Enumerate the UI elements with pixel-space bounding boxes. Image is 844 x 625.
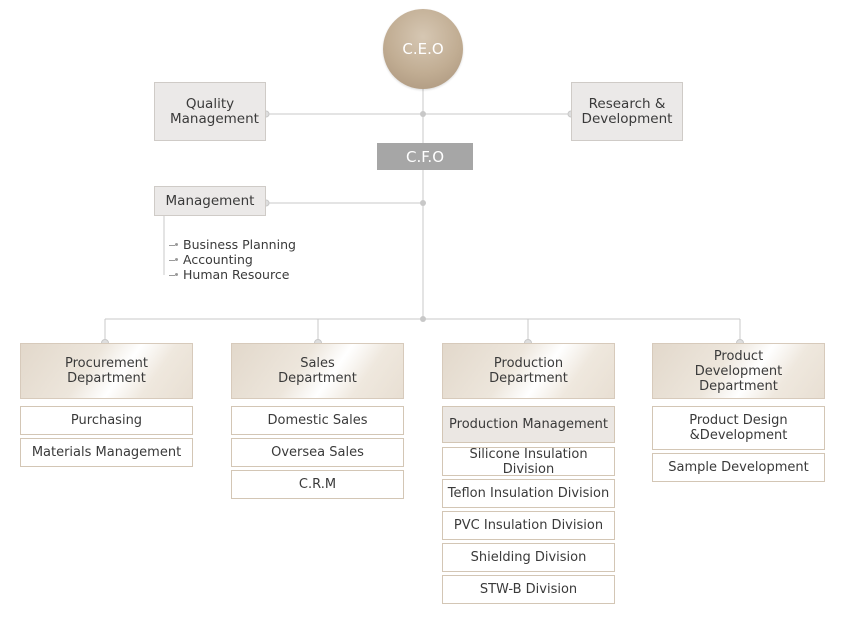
sub-unit-box: C.R.M	[231, 470, 404, 499]
ceo-node: C.E.O	[383, 9, 463, 89]
sub-unit-box: Sample Development	[652, 453, 825, 482]
department-label: Production Department	[489, 356, 568, 386]
list-item: Accounting	[169, 252, 296, 267]
management-label: Management	[165, 192, 255, 209]
sub-unit-box: Purchasing	[20, 406, 193, 435]
department-label: Sales Department	[278, 356, 357, 386]
sub-unit-label: Silicone Insulation Division	[469, 446, 588, 477]
sub-unit-box: STW-B Division	[442, 575, 615, 604]
research-development-label: Research & Development	[581, 95, 673, 127]
sub-unit-label: Sample Development	[668, 460, 809, 475]
management-box: Management	[154, 186, 266, 216]
sub-unit-box: Product Design &Development	[652, 406, 825, 450]
sub-unit-box: Domestic Sales	[231, 406, 404, 435]
cfo-label: C.F.O	[405, 147, 445, 166]
sub-unit-label: STW-B Division	[479, 582, 578, 597]
sub-unit-label: Teflon Insulation Division	[447, 486, 610, 501]
product-development-department-box: Product Development Department	[652, 343, 825, 399]
management-list: Business Planning Accounting Human Resou…	[169, 237, 296, 282]
quality-management-label: Quality Management	[170, 95, 259, 127]
sub-unit-label: Shielding Division	[470, 550, 587, 565]
sub-unit-label: Oversea Sales	[271, 445, 364, 460]
sub-unit-box: Teflon Insulation Division	[442, 479, 615, 508]
cfo-node: C.F.O	[377, 143, 473, 170]
sub-unit-label: Production Management	[449, 417, 608, 432]
sub-unit-label: Materials Management	[31, 445, 182, 460]
sales-department-box: Sales Department	[231, 343, 404, 399]
sub-unit-label: PVC Insulation Division	[453, 518, 604, 533]
sub-unit-label: C.R.M	[298, 477, 337, 492]
sub-unit-box: Silicone Insulation Division	[442, 446, 615, 477]
sub-unit-box: Oversea Sales	[231, 438, 404, 467]
sub-unit-box: Materials Management	[20, 438, 193, 467]
sub-unit-box: Shielding Division	[442, 543, 615, 572]
production-department-box: Production Department	[442, 343, 615, 399]
department-label: Procurement Department	[64, 356, 149, 386]
quality-management-box: Quality Management	[154, 82, 266, 141]
sub-unit-box: PVC Insulation Division	[442, 511, 615, 540]
department-label: Product Development Department	[694, 348, 783, 394]
procurement-department-box: Procurement Department	[20, 343, 193, 399]
sub-unit-label: Purchasing	[70, 413, 143, 428]
ceo-label: C.E.O	[402, 40, 444, 58]
list-item: Business Planning	[169, 237, 296, 252]
sub-unit-label: Domestic Sales	[267, 413, 368, 428]
list-item: Human Resource	[169, 267, 296, 282]
sub-unit-label: Product Design &Development	[689, 413, 788, 443]
research-development-box: Research & Development	[571, 82, 683, 141]
sub-unit-box: Production Management	[442, 406, 615, 443]
